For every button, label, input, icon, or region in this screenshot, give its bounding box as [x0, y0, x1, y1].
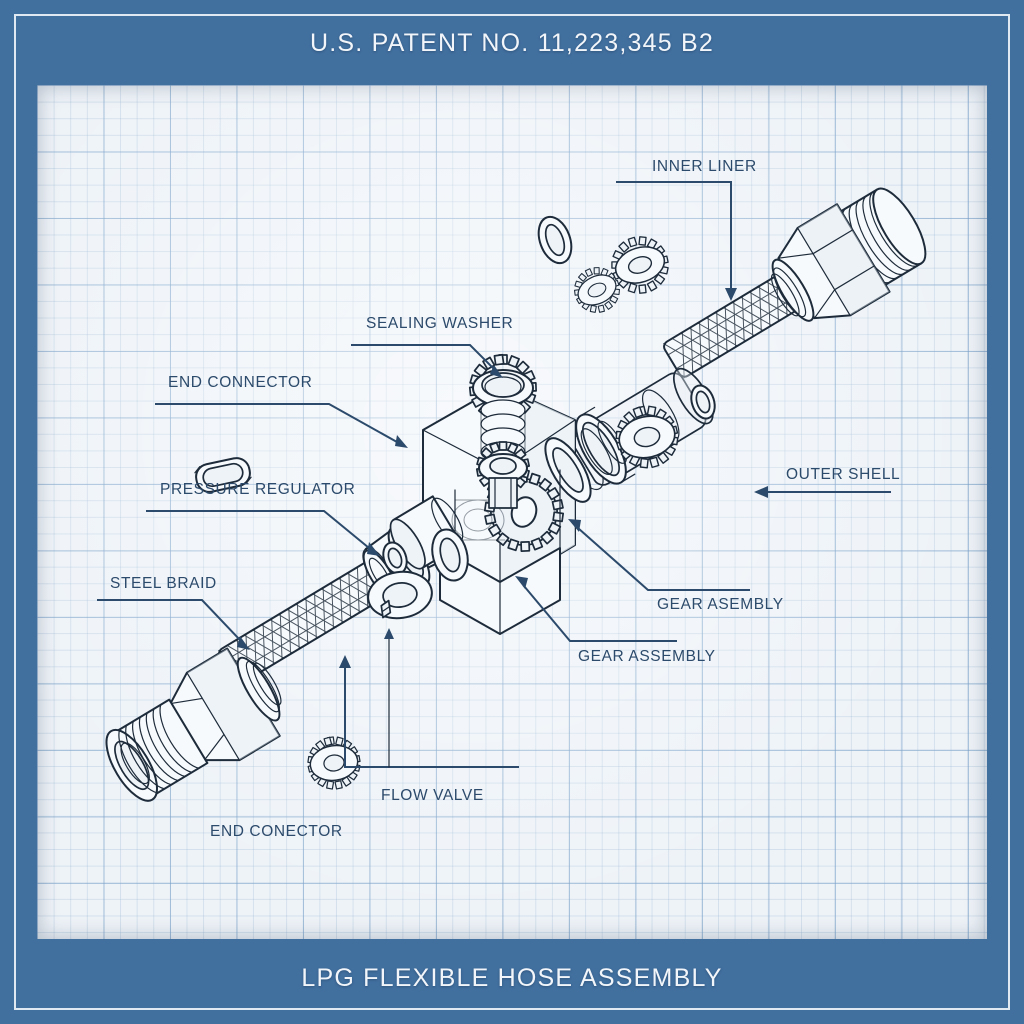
loose-gear-4 — [307, 736, 361, 790]
callout-end-connector-bottom: END CONECTOR — [210, 823, 343, 840]
lock-washer — [367, 570, 433, 620]
leader-pressure-regulator — [146, 510, 380, 556]
loose-gear-3 — [615, 405, 679, 469]
leader-outer-shell — [754, 486, 891, 498]
leader-sealing-washer — [351, 344, 503, 378]
callout-inner-liner: INNER LINER — [652, 158, 757, 175]
footer-band: LPG FLEXIBLE HOSE ASSEMBLY — [0, 932, 1024, 1024]
leader-steel-braid — [97, 599, 250, 650]
loose-o-ring-1 — [537, 215, 573, 265]
callout-outer-shell: OUTER SHELL — [786, 466, 901, 483]
end-connector-left — [105, 647, 282, 802]
retaining-clip — [194, 457, 252, 493]
hose-right-branch — [563, 187, 927, 491]
header-band: U.S. PATENT NO. 11,223,345 B2 — [0, 0, 1024, 86]
loose-gear-2 — [611, 236, 669, 294]
callout-gear-assembly-upper: GEAR ASEMBLY — [657, 596, 784, 613]
leader-flow-valve — [339, 628, 519, 768]
callout-steel-braid: STEEL BRAID — [110, 575, 217, 592]
leader-inner-liner — [616, 181, 737, 301]
leader-gear-assembly-upper — [568, 519, 750, 591]
callout-pressure-regulator: PRESSURE REGULATOR — [160, 481, 356, 498]
loose-o-ring-3 — [431, 528, 469, 582]
leader-gear-assembly-lower — [515, 576, 677, 642]
callout-end-connector-top: END CONNECTOR — [168, 374, 313, 391]
page-title: U.S. PATENT NO. 11,223,345 B2 — [310, 28, 714, 57]
sealing-washer-stack — [468, 353, 537, 509]
assembly-drawing: .ol{fill:#f7fafc;stroke:#1d2b3a;stroke-w… — [97, 181, 927, 802]
callout-sealing-washer: SEALING WASHER — [366, 315, 514, 332]
port-flange-right — [575, 406, 636, 485]
loose-o-ring-4 — [382, 541, 408, 575]
callout-flow-valve: FLOW VALVE — [381, 787, 484, 804]
leader-end-connector-top — [155, 403, 408, 448]
loose-o-ring-2 — [690, 384, 716, 420]
figure-caption: LPG FLEXIBLE HOSE ASSEMBLY — [301, 963, 723, 992]
callout-gear-assembly-lower: GEAR ASSEMBLY — [578, 648, 716, 665]
end-connector-right — [770, 187, 927, 322]
